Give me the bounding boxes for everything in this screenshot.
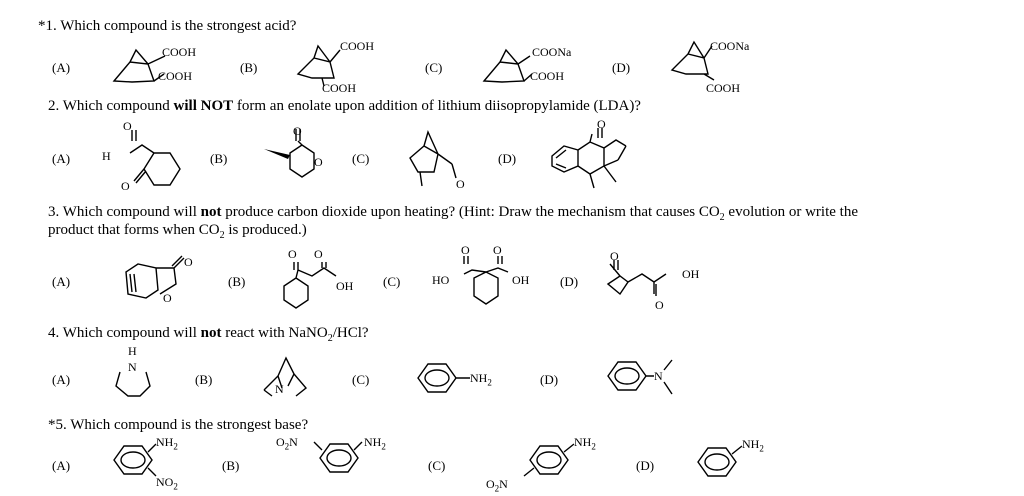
question-3-text-line-2: product that forms when CO2 is produced.… (48, 222, 307, 241)
q5-d-group-1: NH2 (742, 437, 764, 454)
q3-option-a-label: (A) (52, 274, 71, 289)
q3-option-c-label: (C) (383, 274, 401, 289)
q5-option-d-label: (D) (636, 458, 655, 473)
q4-option-c-label: (C) (352, 372, 370, 387)
q3-c-atom-2: O (493, 243, 502, 257)
q1-option-b-structure (296, 44, 341, 87)
q3-b-atom-1: O (288, 247, 297, 261)
q2-c-atom-1: O (456, 177, 465, 191)
q3-option-b-label: (B) (228, 274, 246, 289)
q4-option-b-structure (263, 356, 308, 397)
q1-b-group-1: COOH (340, 39, 375, 53)
q4-option-a-structure (115, 371, 151, 397)
q4-option-d-structure (607, 359, 673, 395)
q2-option-d-label: (D) (498, 151, 517, 166)
q4-d-atom-1: N (654, 369, 663, 383)
q3-a-atom-2: O (163, 291, 172, 305)
q3-option-d-label: (D) (560, 274, 579, 289)
q2-a-atom-2: H (102, 149, 111, 163)
q5-a-group-1: NH2 (156, 435, 178, 452)
q4-option-c-structure (417, 363, 470, 393)
q1-d-group-1: COONa (710, 39, 750, 53)
q1-option-d-structure (670, 40, 715, 81)
question-1-text: *1. Which compound is the strongest acid… (38, 18, 297, 34)
q5-option-c-structure (523, 443, 575, 477)
q1-option-b-label: (B) (240, 60, 258, 75)
q1-c-group-1: COONa (532, 45, 572, 59)
q1-d-group-2: COOH (706, 81, 741, 95)
q3-c-atom-1: O (461, 243, 470, 257)
q3-b-atom-2: O (314, 247, 323, 261)
q5-option-a-structure (113, 443, 157, 477)
q5-c-group-2: O2N (486, 477, 508, 494)
q3-b-atom-3: OH (336, 279, 354, 293)
q2-b-atom-2: O (314, 155, 323, 169)
q5-option-a-label: (A) (52, 458, 71, 473)
q2-a-atom-1: O (123, 119, 132, 133)
q5-option-d-structure (697, 445, 743, 477)
question-2-text: 2. Which compound will NOT form an enola… (48, 98, 641, 114)
q3-c-atom-4: OH (512, 273, 530, 287)
q5-c-group-1: NH2 (574, 435, 596, 452)
q3-d-atom-1: O (610, 249, 619, 263)
q2-option-c-label: (C) (352, 151, 370, 166)
q5-b-group-2: NH2 (364, 435, 386, 452)
q4-option-d-label: (D) (540, 372, 559, 387)
q1-a-group-1: COOH (162, 45, 197, 59)
q5-option-b-structure (313, 441, 363, 473)
q4-option-a-label: (A) (52, 372, 71, 387)
q1-option-a-label: (A) (52, 60, 71, 75)
q5-b-group-1: O2N (276, 435, 298, 452)
q1-option-c-label: (C) (425, 60, 443, 75)
q2-d-atom-1: O (597, 117, 606, 131)
q4-a-atom-2: N (128, 360, 137, 374)
q5-a-group-2: NO2 (156, 475, 178, 492)
q1-b-group-2: COOH (322, 81, 357, 95)
q3-c-atom-3: HO (432, 273, 450, 287)
q2-option-a-structure (129, 130, 181, 186)
q1-option-a-structure (112, 48, 166, 83)
q3-d-atom-3: O (655, 298, 664, 312)
q2-a-atom-3: O (121, 179, 130, 193)
question-4-text: 4. Which compound will not react with Na… (48, 325, 369, 344)
q2-option-b-structure (264, 129, 315, 178)
q2-option-d-structure (551, 128, 627, 189)
q3-d-atom-2: OH (682, 267, 700, 281)
q3-option-a-structure (125, 255, 185, 299)
q4-b-atom-1: N (275, 382, 284, 396)
q1-option-c-structure (482, 48, 533, 83)
q1-c-group-2: COOH (530, 69, 565, 83)
q1-option-d-label: (D) (612, 60, 631, 75)
q2-option-a-label: (A) (52, 151, 71, 166)
q2-option-b-label: (B) (210, 151, 228, 166)
q4-c-group: NH2 (470, 371, 492, 388)
q3-option-c-structure (463, 256, 509, 305)
q4-a-atom-1: H (128, 344, 137, 358)
question-5-text: *5. Which compound is the strongest base… (48, 417, 309, 433)
q3-option-b-structure (283, 262, 337, 309)
q5-option-b-label: (B) (222, 458, 240, 473)
q4-option-b-label: (B) (195, 372, 213, 387)
q2-b-atom-1: O (293, 124, 302, 138)
q5-option-c-label: (C) (428, 458, 446, 473)
q1-a-group-2: COOH (158, 69, 193, 83)
q3-option-d-structure (606, 260, 667, 296)
q2-option-c-structure (409, 129, 457, 187)
question-3-text-line-1: 3. Which compound will not produce carbo… (48, 204, 858, 223)
q3-a-atom-1: O (184, 255, 193, 269)
